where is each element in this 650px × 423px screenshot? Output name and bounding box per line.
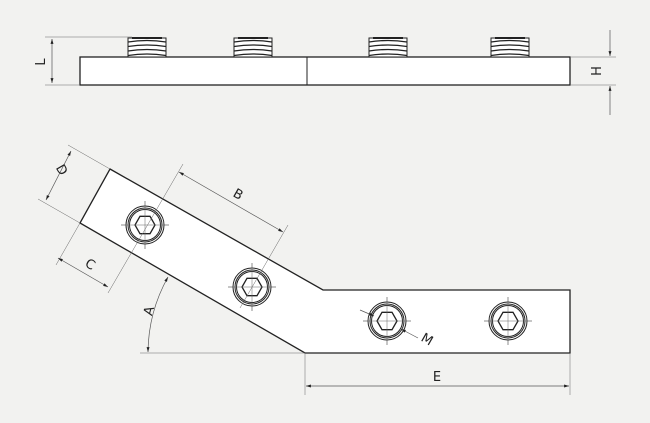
label-B: B bbox=[230, 186, 245, 203]
threaded-stud bbox=[490, 37, 530, 58]
threaded-studs bbox=[127, 37, 530, 58]
dimension-L: L bbox=[34, 36, 132, 86]
top-view: D B C A E M bbox=[37, 144, 571, 395]
side-view-plate bbox=[79, 56, 571, 86]
bolt-holes bbox=[121, 201, 532, 345]
side-view: L H bbox=[34, 30, 616, 115]
threaded-stud bbox=[233, 37, 273, 58]
hex-socket-screw bbox=[363, 297, 411, 345]
label-C: C bbox=[82, 256, 97, 274]
threaded-stud bbox=[127, 37, 167, 58]
hex-socket-screw bbox=[484, 297, 532, 345]
label-D: D bbox=[52, 162, 70, 178]
label-H: H bbox=[590, 66, 605, 76]
hex-socket-screw bbox=[121, 201, 169, 249]
label-E: E bbox=[433, 370, 441, 385]
dimension-E: E bbox=[304, 353, 571, 395]
dimension-H: H bbox=[570, 30, 616, 115]
label-A: A bbox=[141, 305, 158, 318]
dimension-A: A bbox=[140, 276, 305, 354]
threaded-stud bbox=[368, 37, 408, 58]
label-L: L bbox=[34, 58, 49, 66]
